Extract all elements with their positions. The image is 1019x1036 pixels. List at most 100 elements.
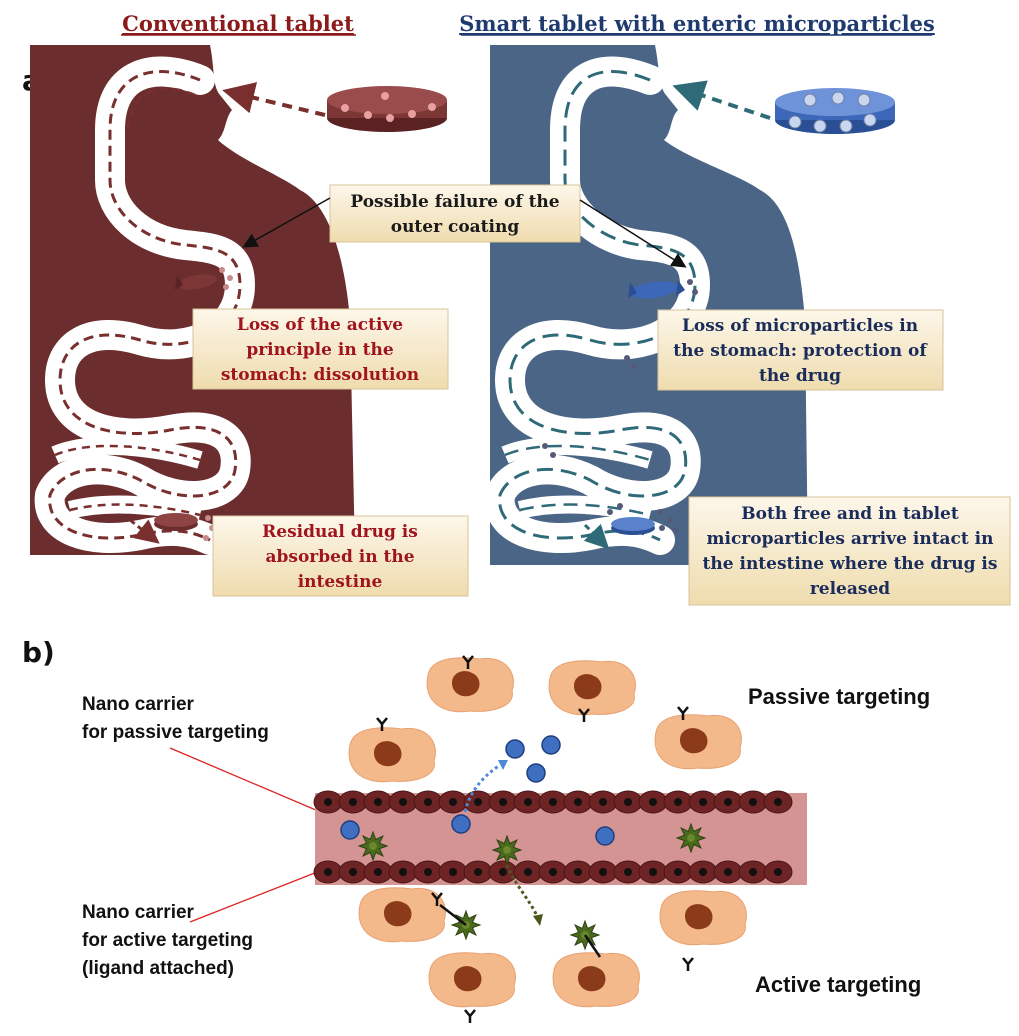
- svg-text:principle in the: principle in the: [246, 340, 393, 360]
- panel-b-letter: b): [22, 636, 55, 669]
- svg-text:absorbed in the: absorbed in the: [265, 547, 414, 567]
- cell-nucleus: [578, 966, 606, 992]
- red-blood-cell: [563, 790, 593, 814]
- left-intestine-tablet: [129, 513, 215, 544]
- svg-text:intestine: intestine: [298, 572, 383, 592]
- passive-extravasation-arrow: [463, 763, 501, 813]
- svg-text:Both free and in tablet: Both free and in tablet: [741, 504, 959, 524]
- left-header: Conventional tablet: [122, 11, 354, 36]
- svg-text:the drug: the drug: [759, 366, 841, 386]
- ligand-link: [583, 934, 602, 958]
- left-body-silhouette: [30, 45, 355, 555]
- passive-carrier: [595, 826, 615, 846]
- active-carrier-label-line1: Nano carrier: [82, 902, 195, 923]
- active-targeting-title: Active targeting: [755, 972, 921, 997]
- receptor-icon: [376, 717, 388, 731]
- cell-nucleus: [374, 741, 402, 767]
- svg-text:the intestine where the drug i: the intestine where the drug is: [703, 554, 998, 574]
- red-blood-cell: [588, 860, 618, 884]
- red-blood-cell: [463, 860, 493, 884]
- red-blood-cell: [663, 790, 693, 814]
- svg-text:Residual drug is: Residual drug is: [262, 522, 418, 542]
- red-blood-cell: [613, 790, 643, 814]
- red-blood-cell: [663, 860, 693, 884]
- red-blood-cell: [638, 860, 668, 884]
- left-stomach-tablet: [175, 267, 233, 290]
- red-blood-cell: [463, 790, 493, 814]
- receptor-icon: [464, 1009, 476, 1023]
- right-header: Smart tablet with enteric microparticles: [459, 11, 935, 36]
- right-intestine-tablet: [583, 503, 679, 550]
- passive-carrier: [505, 739, 525, 759]
- active-carrier: [675, 822, 707, 854]
- red-blood-cell: [688, 790, 718, 814]
- passive-nano-carriers: [340, 735, 615, 846]
- receptor-icon: [431, 892, 443, 906]
- active-carrier: [357, 830, 389, 862]
- red-blood-cell: [588, 790, 618, 814]
- active-extravasation-arrow: [505, 864, 543, 926]
- red-blood-cell: [563, 860, 593, 884]
- red-blood-cell: [538, 860, 568, 884]
- active-carrier-label-line3: (ligand attached): [82, 958, 234, 979]
- ligand-link: [439, 904, 467, 926]
- left-intestine-note: Residual drug is absorbed in the intesti…: [212, 515, 469, 597]
- red-blood-cell: [338, 860, 368, 884]
- smart-tablet-icon: [672, 80, 895, 134]
- receptor-icon: [578, 708, 590, 722]
- red-blood-cell: [513, 860, 543, 884]
- passive-targeting-title: Passive targeting: [748, 684, 930, 709]
- svg-text:microparticles arrive intact i: microparticles arrive intact in: [707, 529, 994, 549]
- red-blood-cell: [738, 860, 768, 884]
- passive-carrier: [340, 820, 360, 840]
- red-blood-cell: [388, 860, 418, 884]
- red-blood-cell: [688, 860, 718, 884]
- conventional-tablet-icon: [222, 82, 447, 132]
- red-blood-cell: [363, 860, 393, 884]
- cell-nucleus: [384, 901, 412, 927]
- red-blood-cell: [738, 790, 768, 814]
- tissue-cell: [428, 952, 516, 1008]
- cell-nucleus: [685, 904, 713, 930]
- blood-vessel: [313, 790, 807, 885]
- tissue-cell: [358, 887, 446, 943]
- red-blood-cell: [488, 860, 518, 884]
- cell-nucleus: [574, 674, 602, 700]
- red-blood-cell: [313, 860, 343, 884]
- svg-text:released: released: [810, 579, 890, 599]
- red-blood-cell: [438, 860, 468, 884]
- right-body-silhouette: [484, 45, 808, 565]
- passive-carrier-label-line2: for passive targeting: [82, 722, 269, 743]
- svg-text:Loss of the active: Loss of the active: [237, 315, 403, 335]
- red-blood-cell: [363, 790, 393, 814]
- red-blood-cell: [438, 790, 468, 814]
- tissue-cell: [659, 890, 747, 946]
- red-blood-cell: [613, 860, 643, 884]
- receptor-icon: [677, 706, 689, 720]
- active-carrier-label-line2: for active targeting: [82, 930, 253, 951]
- red-blood-cell: [413, 790, 443, 814]
- receptor-icon: [462, 655, 474, 669]
- red-blood-cell: [313, 790, 343, 814]
- red-blood-cell: [713, 790, 743, 814]
- tissue-cell: [548, 660, 636, 716]
- red-blood-cell: [413, 860, 443, 884]
- receptor-icon: [682, 957, 694, 971]
- active-carrier: [491, 834, 523, 866]
- coating-failure-note: Possible failure of the outer coating: [242, 184, 687, 268]
- svg-text:Loss of microparticles in: Loss of microparticles in: [682, 316, 918, 336]
- tissue-cell: [426, 657, 514, 713]
- right-stomach-tablet: [542, 279, 698, 458]
- red-blood-cell: [763, 790, 793, 814]
- cell-nucleus: [680, 728, 708, 754]
- right-intestine-note: Both free and in tablet microparticles a…: [688, 496, 1011, 606]
- red-blood-cell: [338, 790, 368, 814]
- cell-nucleus: [452, 671, 480, 697]
- right-stomach-note: Loss of microparticles in the stomach: p…: [657, 309, 944, 391]
- active-nano-carriers: [357, 822, 707, 958]
- svg-text:Possible failure of the: Possible failure of the: [350, 192, 559, 212]
- tissue-cell: [552, 952, 640, 1008]
- red-blood-cell: [513, 790, 543, 814]
- red-blood-cell: [638, 790, 668, 814]
